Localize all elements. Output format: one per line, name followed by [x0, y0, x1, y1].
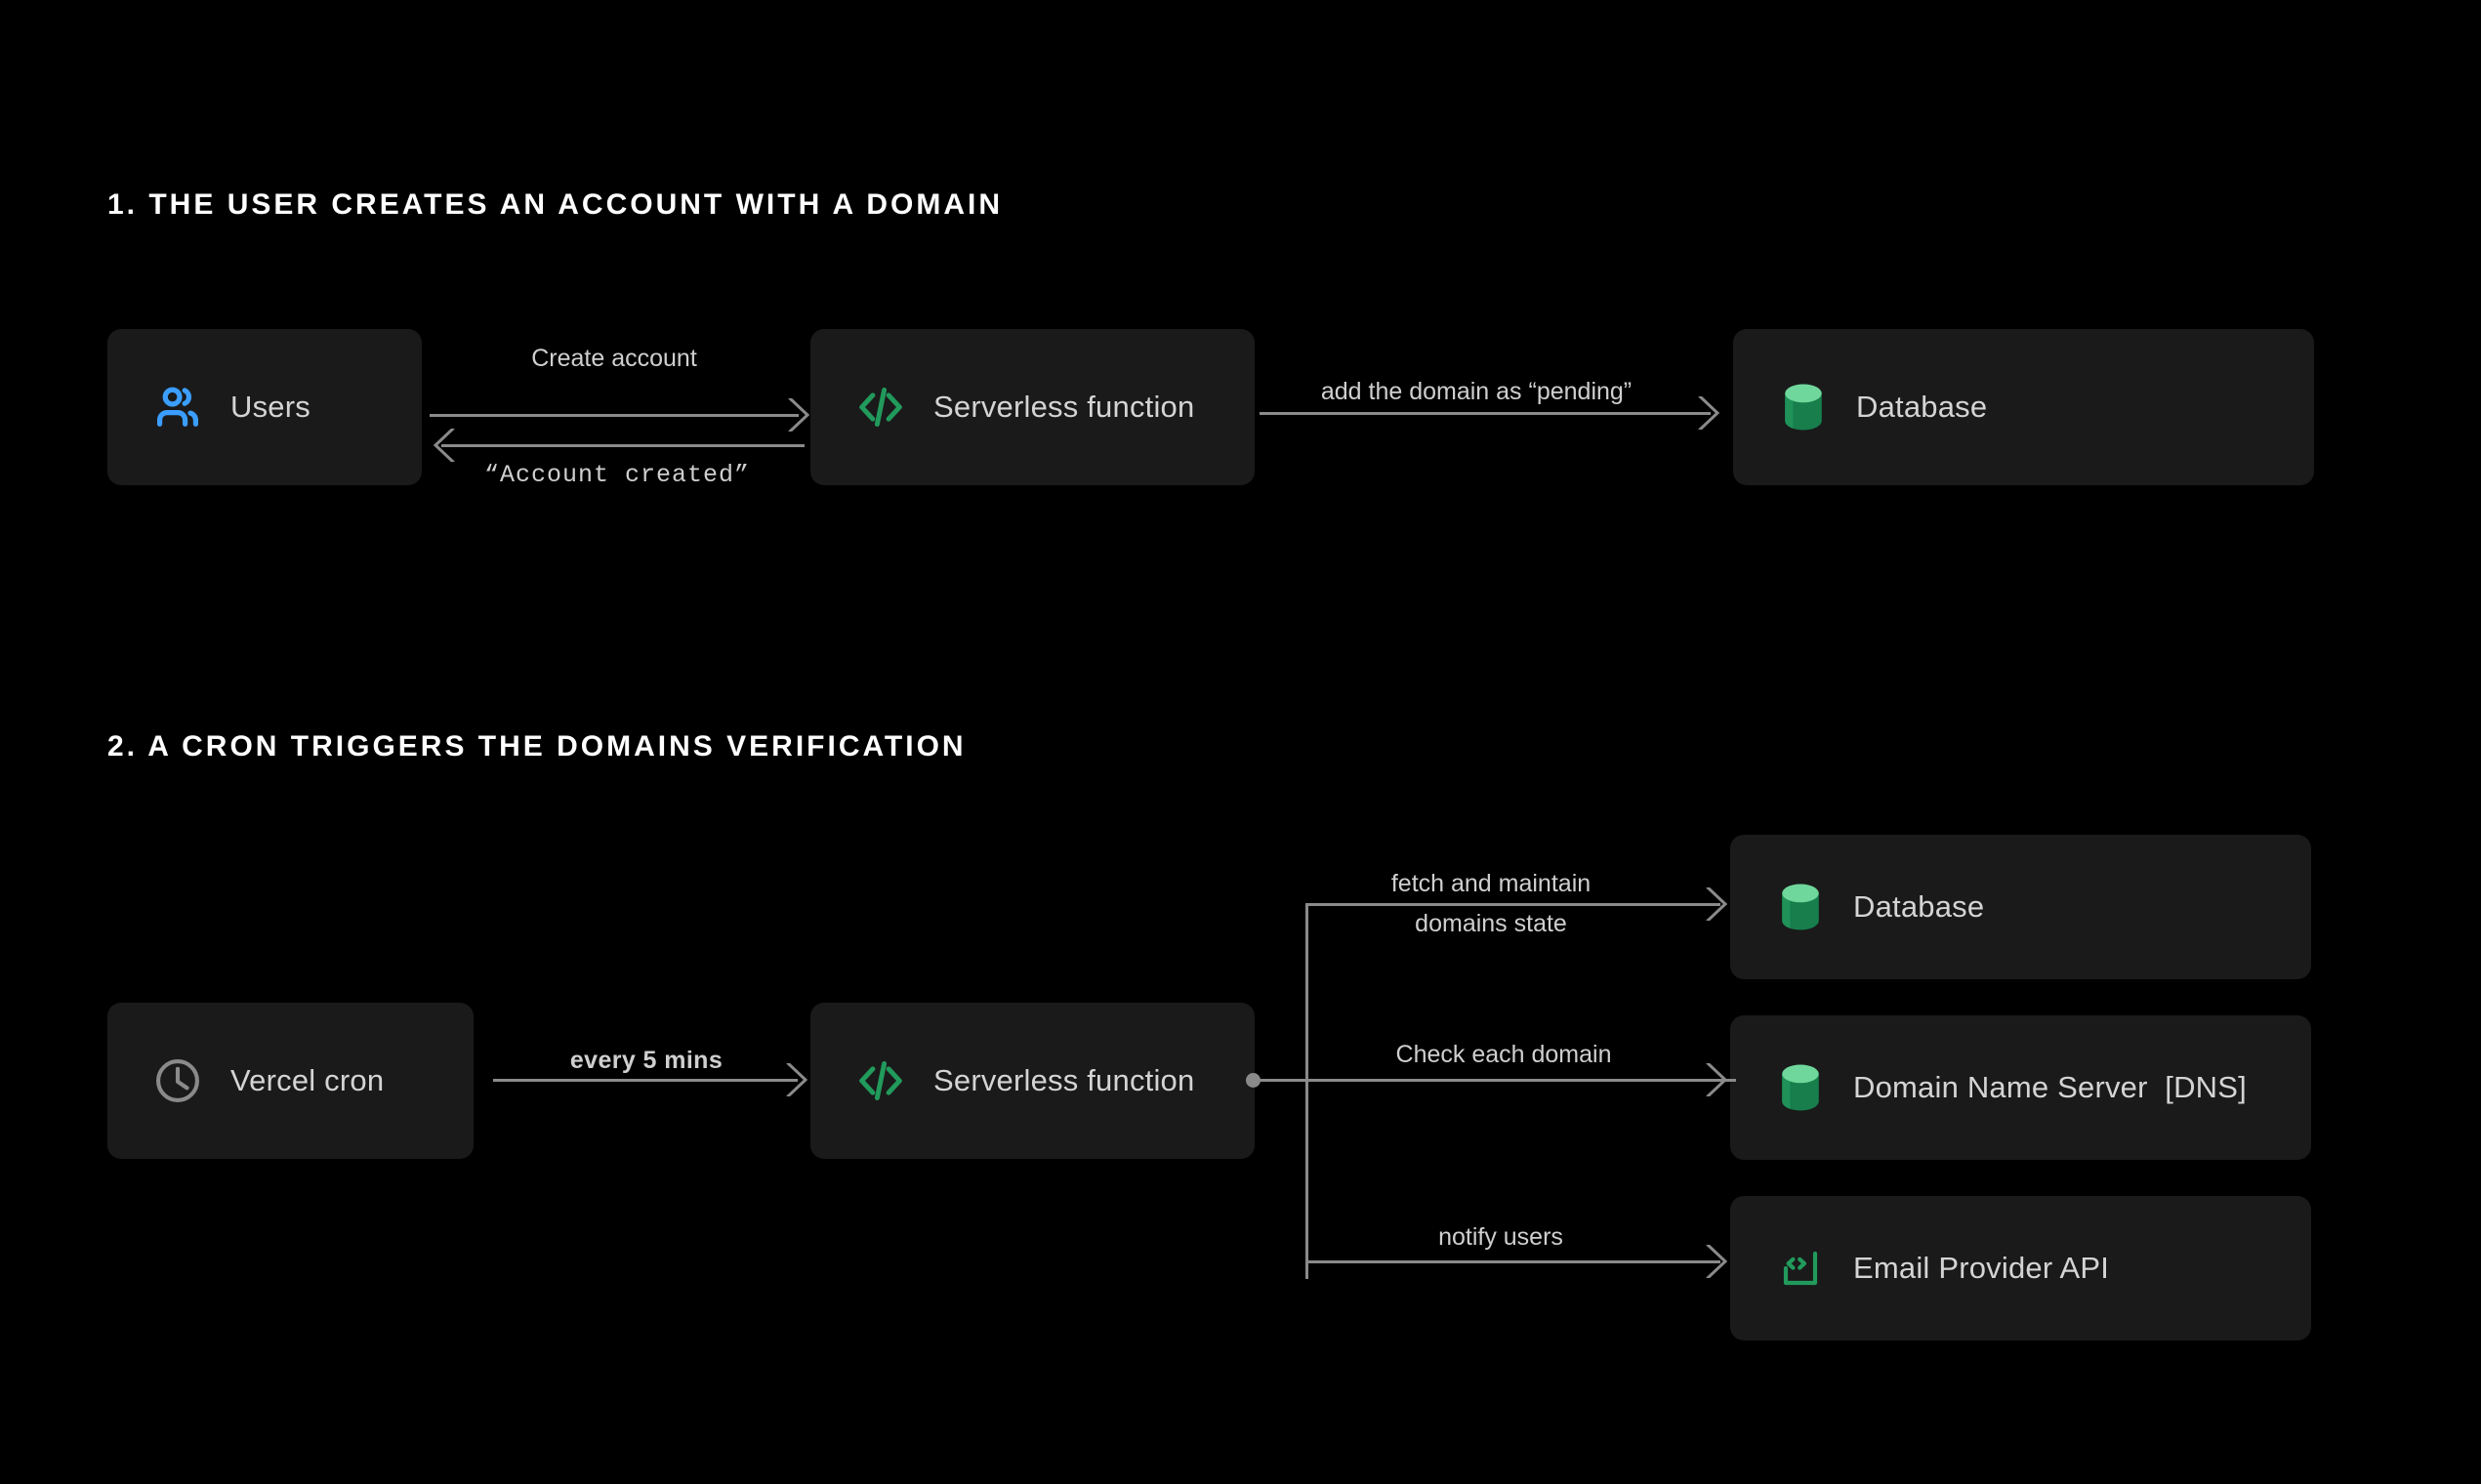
edge-add-domain-pending-arrowhead	[1696, 396, 1729, 430]
code-brackets-icon	[853, 380, 908, 434]
node-email-provider-api-label: Email Provider API	[1853, 1251, 2110, 1285]
node-serverless-function-2-label: Serverless function	[933, 1063, 1195, 1097]
edge-label-account-created: “Account created”	[483, 461, 751, 489]
edge-every-5-mins-line	[493, 1079, 798, 1082]
node-vercel-cron-label: Vercel cron	[230, 1063, 385, 1097]
edge-label-every-5-mins: every 5 mins	[569, 1047, 724, 1074]
branch-origin-dot	[1246, 1073, 1261, 1088]
node-users-label: Users	[230, 390, 310, 424]
edge-account-created-line	[441, 444, 805, 447]
node-domain-name-server[interactable]: Domain Name Server [DNS]	[1730, 1015, 2311, 1160]
node-serverless-function-1-label: Serverless function	[933, 390, 1195, 424]
section-1-heading: 1. THE USER CREATES AN ACCOUNT WITH A DO…	[107, 188, 1003, 221]
node-email-provider-api[interactable]: Email Provider API	[1730, 1196, 2311, 1340]
edge-fetch-maintain-line	[1305, 903, 1720, 906]
edge-label-fetch-maintain-line1: fetch and maintain	[1390, 870, 1592, 897]
edge-notify-users-arrowhead	[1704, 1245, 1737, 1278]
edge-notify-users-line	[1305, 1260, 1720, 1263]
node-database-1[interactable]: Database	[1733, 329, 2314, 485]
edge-label-fetch-maintain-line2: domains state	[1415, 910, 1567, 937]
edge-account-created-arrowhead	[424, 429, 457, 462]
code-window-icon	[1773, 1241, 1828, 1296]
users-icon	[150, 380, 205, 434]
edge-create-account-arrowhead	[786, 398, 819, 432]
database-cylinder-icon	[1773, 1060, 1828, 1115]
edge-check-each-domain-arrowhead	[1704, 1063, 1737, 1096]
node-database-1-label: Database	[1856, 390, 1988, 424]
edge-add-domain-pending-line	[1260, 412, 1711, 415]
node-domain-name-server-label: Domain Name Server [DNS]	[1853, 1070, 2247, 1104]
node-users[interactable]: Users	[107, 329, 422, 485]
edge-label-check-each-domain: Check each domain	[1395, 1041, 1612, 1068]
edge-label-notify-users: notify users	[1438, 1223, 1563, 1251]
edge-label-create-account: Create account	[531, 345, 697, 372]
edge-fetch-maintain-arrowhead	[1704, 887, 1737, 921]
edge-every-5-mins-arrowhead	[784, 1063, 817, 1096]
database-cylinder-icon	[1773, 880, 1828, 934]
node-serverless-function-1[interactable]: Serverless function	[810, 329, 1255, 485]
node-database-2-label: Database	[1853, 889, 1985, 924]
database-cylinder-icon	[1776, 380, 1831, 434]
code-brackets-icon	[853, 1053, 908, 1108]
edge-check-each-domain-line	[1305, 1079, 1720, 1082]
edge-label-add-domain-pending: add the domain as “pending”	[1320, 378, 1633, 405]
node-vercel-cron[interactable]: Vercel cron	[107, 1003, 474, 1159]
clock-icon	[150, 1053, 205, 1108]
node-database-2[interactable]: Database	[1730, 835, 2311, 979]
section-2-heading: 2. A CRON TRIGGERS THE DOMAINS VERIFICAT…	[107, 730, 967, 763]
branch-vertical-bus	[1305, 903, 1308, 1279]
edge-create-account-line	[430, 414, 799, 417]
node-serverless-function-2[interactable]: Serverless function	[810, 1003, 1255, 1159]
